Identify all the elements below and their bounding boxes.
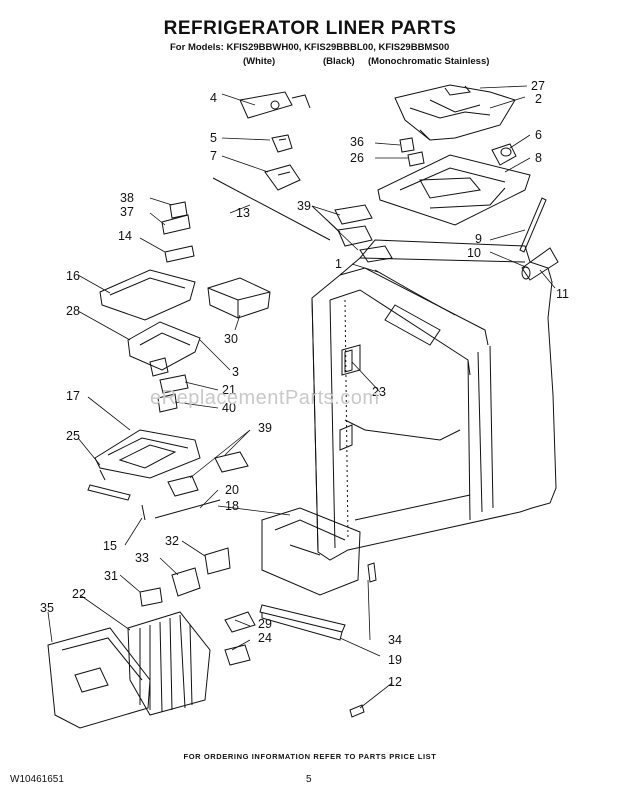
part-34-drawing (367, 562, 377, 583)
callout-18: 18 (225, 499, 239, 513)
callout-26: 26 (350, 151, 364, 165)
callout-24: 24 (258, 631, 272, 645)
callout-16: 16 (66, 269, 80, 283)
part-9-drawing (519, 197, 547, 253)
callout-28: 28 (66, 304, 80, 318)
callout-1: 1 (335, 257, 342, 271)
page-title: REFRIGERATOR LINER PARTS (163, 18, 457, 39)
callout-27: 27 (531, 79, 545, 93)
part-39-upper-drawing (334, 204, 393, 263)
part-33-drawing (171, 547, 231, 597)
callout-13: 13 (236, 206, 250, 220)
watermark: eReplacementParts.com (150, 387, 380, 409)
color-white-label: (White) (243, 56, 276, 67)
part-35-drawing (47, 627, 151, 729)
part-25-drawing (87, 469, 131, 501)
part-39-lower-drawing (167, 451, 249, 497)
refrigerator-liner-drawing (311, 239, 557, 561)
callout-30: 30 (224, 332, 238, 346)
part-13-drawing (212, 177, 331, 241)
part-21-drawing (149, 357, 189, 394)
part-7-drawing (264, 164, 301, 191)
page-number: 5 (306, 774, 312, 785)
part-36-drawing (399, 137, 415, 153)
callout-11: 11 (556, 287, 569, 301)
callout-25: 25 (66, 429, 80, 443)
callout-4: 4 (210, 91, 217, 105)
callout-9: 9 (475, 232, 482, 246)
callout-23: 23 (372, 385, 386, 399)
callout-5: 5 (210, 131, 217, 145)
callout-numbers: 1 2 3 4 5 6 7 8 9 10 11 12 13 14 15 16 1… (40, 79, 569, 689)
callout-29: 29 (258, 617, 272, 631)
callout-33: 33 (135, 551, 149, 565)
callout-38: 38 (120, 191, 134, 205)
part-37-drawing (161, 214, 191, 235)
callout-37: 37 (120, 205, 134, 219)
callout-7: 7 (210, 149, 217, 163)
callout-19: 19 (388, 653, 402, 667)
color-stainless-label: (Monochromatic Stainless) (368, 56, 490, 67)
part-4-drawing (239, 91, 311, 119)
callout-39-upper: 39 (297, 199, 311, 213)
callout-8: 8 (535, 151, 542, 165)
callout-39-lower: 39 (258, 421, 272, 435)
part-22-drawing (127, 611, 211, 716)
callout-22: 22 (72, 587, 86, 601)
part-14-drawing (164, 245, 195, 263)
upper-bracket-drawing (394, 84, 516, 141)
model-list: For Models: KFIS29BBWH00, KFIS29BBBL00, … (170, 42, 450, 53)
document-number: W10461651 (10, 774, 64, 785)
callout-17: 17 (66, 389, 80, 403)
part-23-drawing (344, 349, 353, 373)
part-30-drawing (207, 277, 271, 319)
callout-31: 31 (104, 569, 118, 583)
callout-40: 40 (222, 401, 236, 415)
ordering-note: FOR ORDERING INFORMATION REFER TO PARTS … (183, 752, 437, 761)
callout-12: 12 (388, 675, 402, 689)
part-24-drawing (224, 644, 251, 666)
part-26-drawing (407, 151, 425, 167)
callout-3: 3 (232, 365, 239, 379)
part-17-drawing (94, 429, 201, 479)
callout-6: 6 (535, 128, 542, 142)
callout-32: 32 (165, 534, 179, 548)
leader-lines (47, 85, 556, 709)
callout-20: 20 (225, 483, 239, 497)
callout-2: 2 (535, 92, 542, 106)
callout-15: 15 (103, 539, 117, 553)
callout-34: 34 (388, 633, 402, 647)
part-18-drawing (261, 507, 361, 596)
control-housing-drawing (377, 154, 531, 226)
part-29-drawing (224, 611, 256, 633)
part-19-drawing (259, 604, 346, 641)
callout-21: 21 (222, 383, 236, 397)
callout-35: 35 (40, 601, 54, 615)
callout-10: 10 (467, 246, 481, 260)
part-15-drawing (141, 504, 146, 521)
part-40-drawing (157, 393, 178, 413)
part-16-drawing (99, 269, 196, 321)
part-5-drawing (271, 134, 293, 153)
part-20-drawing (154, 499, 221, 519)
color-black-label: (Black) (323, 56, 355, 67)
part-31-drawing (139, 587, 163, 607)
part-6-drawing (491, 143, 517, 166)
callout-14: 14 (118, 229, 132, 243)
part-12-drawing (349, 704, 365, 718)
callout-36: 36 (350, 135, 364, 149)
part-28-drawing (127, 321, 201, 371)
